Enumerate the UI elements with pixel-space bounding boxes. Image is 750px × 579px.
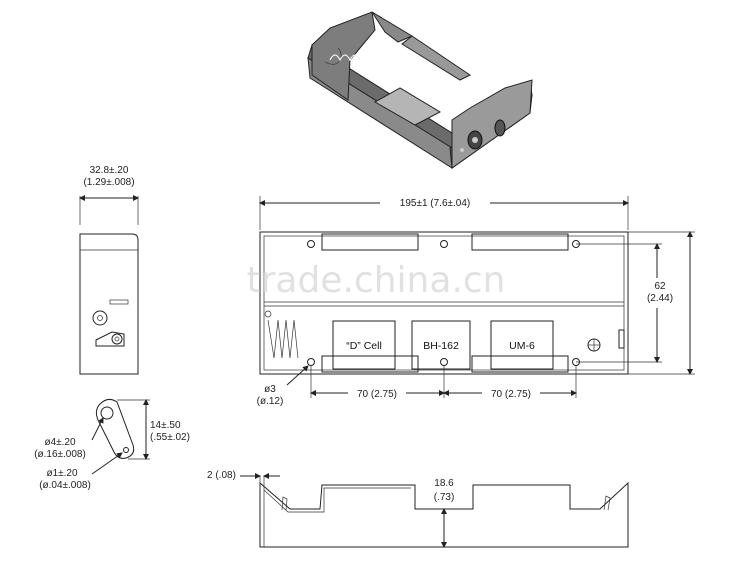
lug-height-dim-in: (.55±.02) [150,432,190,443]
side-hole [92,310,108,326]
profile-view: 2 (.08) 18.6 (.73) [207,470,629,548]
hole-dim: ø3 [264,384,276,395]
spacing-left-dim: 70 (2.75) [357,389,397,400]
small-hole-dim: ø1±.20 [46,468,77,479]
label-bh-162: BH-162 [423,340,459,352]
label-um-6: UM-6 [509,340,535,352]
lug-detail: 14±.50 (.55±.02) ø4±.20 (ø.16±.008) ø1±.… [34,398,190,491]
lug-height-dim: 14±.50 [150,420,181,431]
spring-contact [267,319,299,359]
thickness-dim: 2 (.08) [207,470,236,481]
lug-outline [95,398,135,459]
big-hole-dim: ø4±.20 [44,437,75,448]
watermark-text: trade.china.cn [247,260,506,301]
side-width-dim: 32.8±.20 [90,165,129,176]
side-lug [95,331,125,347]
top-view: 195±1 (7.6±.04) “D” Cell BH-162 UM-6 [257,195,695,407]
profile-outline [259,481,629,548]
holder-3d-illustration [307,11,533,169]
length-dim: 195±1 (7.6±.04) [400,198,470,209]
side-slot [109,299,129,305]
mount-hole [307,358,315,366]
height-dim-in: (2.44) [647,293,673,304]
hole-dim-in: (ø.12) [257,396,284,407]
height-dim: 62 [654,281,666,292]
big-hole-dim-in: (ø.16±.008) [34,449,86,460]
label-d-cell: “D” Cell [346,340,382,352]
depth-dim-in: (.73) [434,492,455,503]
depth-dim: 18.6 [434,478,454,489]
side-view: 32.8±.20 (1.29±.008) [79,165,139,375]
spacing-right-dim: 70 (2.75) [491,389,531,400]
side-width-dim-in: (1.29±.008) [83,177,134,188]
small-hole-dim-in: (ø.04±.008) [39,480,91,491]
